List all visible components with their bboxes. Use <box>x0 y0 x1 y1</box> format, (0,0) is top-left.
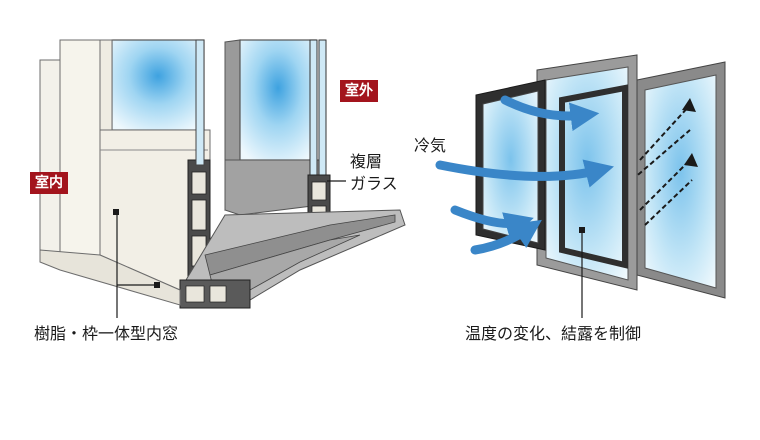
airflow-illustration <box>435 54 726 318</box>
outdoor-tag: 室外 <box>340 80 378 102</box>
window-cutaway-illustration <box>39 39 406 318</box>
resin-frame-window-label: 樹脂・枠一体型内窓 <box>34 324 179 343</box>
control-text-label: 温度の変化、結露を制御 <box>465 324 642 343</box>
inner-frame-sill <box>39 249 181 306</box>
multilayer-glass-edge <box>307 39 331 231</box>
outdoor-dashed-arrows <box>631 104 693 226</box>
inner-window-frame-right <box>559 84 628 269</box>
outer-window-glass <box>239 39 317 161</box>
cold-air-label: 冷気 <box>414 136 447 155</box>
inner-window-side-frame <box>59 39 101 256</box>
outer-window-rail <box>224 159 321 216</box>
outer-window-pane <box>644 74 717 289</box>
multilayer-glass-label-line1: 複層 <box>350 152 383 171</box>
indoor-tag: 室内 <box>30 172 68 194</box>
multilayer-glass-label-line2: ガラス <box>350 174 398 193</box>
inner-window-glass <box>111 39 205 131</box>
wall-jamb <box>39 59 61 261</box>
cold-air-arrows <box>435 95 614 255</box>
